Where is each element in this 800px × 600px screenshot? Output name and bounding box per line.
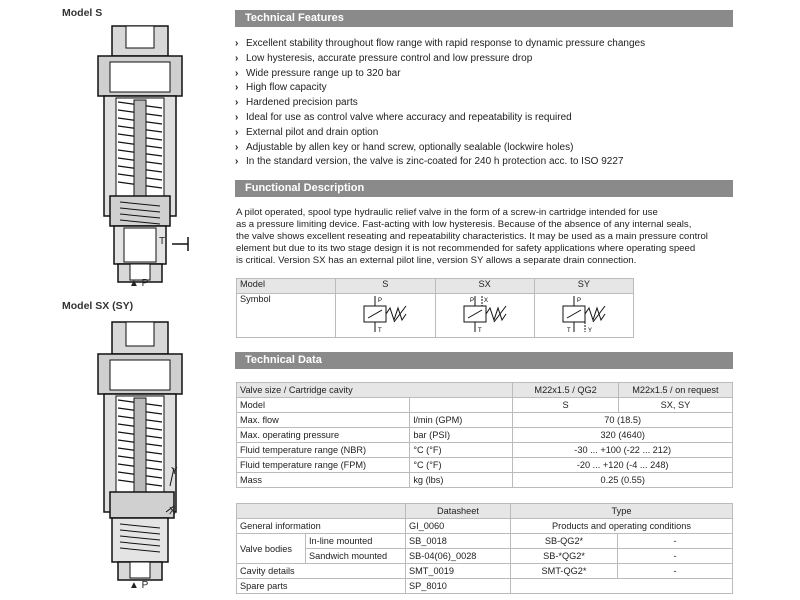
tech-row-value: S [512,397,619,413]
model-s-cross-section [97,25,189,283]
docs-row-label: General information [236,518,406,534]
docs-datasheet: SB-04(06)_0028 [405,548,511,564]
symbol-port-label: T [478,328,482,334]
tech-row-value: 70 (18.5) [512,412,733,428]
tech-row-unit: °C (°F) [409,442,514,458]
feature-item: Ideal for use as control valve where acc… [235,111,733,126]
functional-description-header: Functional Description [235,180,733,197]
docs-type: - [617,548,733,564]
docs-row-label: Spare parts [236,578,406,594]
tech-row-label: Mass [235,472,411,488]
docs-type: Products and operating conditions [510,518,733,534]
docs-type: SB-*QG2* [510,548,618,564]
symbol-table-s-header: S [335,278,436,294]
tech-row-label: Max. flow [235,412,411,428]
symbol-port-label: P [470,298,474,304]
tech-row-value: SX, SY [617,397,734,413]
symbol-table: Model S SX SY Symbol P T [235,278,635,338]
description-line: as a pressure limiting device. Fast-acti… [236,219,692,230]
description-line: the valve shows excellent reseating and … [236,231,708,242]
docs-type: SB-QG2* [510,533,618,549]
symbol-port-label: P [577,298,581,304]
relief-valve-symbol-sx: P X T [463,296,507,334]
docs-datasheet: SP_8010 [405,578,511,594]
docs-row-label: Valve bodies [236,533,306,564]
tech-row-label: Fluid temperature range (NBR) [235,442,411,458]
symbol-port-label: T [567,328,571,334]
symbol-port-label: P [378,298,382,304]
symbol-s-cell: P T [335,293,436,338]
symbol-sy-cell: P T Y [533,293,635,338]
tech-row-value: -20 ... +120 (-4 ... 248) [512,457,733,473]
docs-datasheet: SMT_0019 [405,563,511,579]
port-t-label: T [159,236,166,247]
feature-item: High flow capacity [235,81,733,96]
docs-datasheet: SB_0018 [405,533,511,549]
feature-item: Adjustable by allen key or hand screw, o… [235,141,733,156]
feature-item: Wide pressure range up to 320 bar [235,67,733,82]
feature-item: Hardened precision parts [235,96,733,111]
model-sx-cross-section [97,321,183,581]
symbol-port-label: X [484,298,488,304]
docs-datasheet: GI_0060 [405,518,511,534]
symbol-sx-cell: P X T [434,293,535,338]
documents-table: Datasheet Type General information GI_00… [236,503,733,594]
technical-data-table: Valve size / Cartridge cavity M22x1.5 / … [235,382,734,488]
docs-type: - [617,563,733,579]
model-sx-title: Model SX (SY) [62,300,134,312]
feature-item: In the standard version, the valve is zi… [235,155,733,170]
port-p2-label: ▲ P [129,580,149,591]
docs-header-cell [236,503,406,519]
symbol-row-label: Symbol [235,293,337,338]
port-p-label: ▲ P [129,278,149,289]
feature-item: External pilot and drain option [235,126,733,141]
docs-type: - [617,533,733,549]
symbol-table-sy-header: SY [533,278,635,294]
docs-sub-label: In-line mounted [305,533,406,549]
tech-row-label: Max. operating pressure [235,427,411,443]
relief-valve-symbol-s: P T [363,296,407,334]
docs-sub-label: Sandwich mounted [305,548,406,564]
tech-row-value: -30 ... +100 (-22 ... 212) [512,442,733,458]
tech-header-cell: M22x1.5 / on request [617,382,734,398]
port-y-label: Y [171,466,178,477]
docs-header-cell: Type [510,503,733,519]
feature-item: Low hysteresis, accurate pressure contro… [235,52,733,67]
description-line: A pilot operated, spool type hydraulic r… [236,207,658,218]
technical-data-header: Technical Data [235,352,733,369]
feature-item: Excellent stability throughout flow rang… [235,37,733,52]
docs-type: SMT-QG2* [510,563,618,579]
tech-header-cell: M22x1.5 / QG2 [512,382,619,398]
tech-row-unit: °C (°F) [409,457,514,473]
docs-row-label: Cavity details [236,563,406,579]
tech-row-label: Model [235,397,411,413]
description-line: is critical. Version SX has an external … [236,255,637,266]
symbol-port-label: Y [588,328,592,334]
features-list: Excellent stability throughout flow rang… [235,37,733,170]
symbol-table-sx-header: SX [434,278,535,294]
tech-row-unit: bar (PSI) [409,427,514,443]
model-s-title: Model S [62,7,103,19]
docs-header-cell: Datasheet [405,503,511,519]
tech-row-label: Fluid temperature range (FPM) [235,457,411,473]
tech-row-unit [409,397,514,413]
tech-row-value: 320 (4640) [512,427,733,443]
tech-row-unit: l/min (GPM) [409,412,514,428]
relief-valve-symbol-sy: P T Y [562,296,606,334]
technical-features-header: Technical Features [235,10,733,27]
docs-type-empty [510,578,733,594]
functional-description-text: A pilot operated, spool type hydraulic r… [236,207,732,267]
symbol-port-label: T [378,328,382,334]
tech-header-cell: Valve size / Cartridge cavity [235,382,514,398]
symbol-table-model-header: Model [235,278,337,294]
tech-row-value: 0.25 (0.55) [512,472,733,488]
port-x-label: X [169,506,176,517]
tech-row-unit: kg (lbs) [409,472,514,488]
description-line: element but due to its two stage design … [236,243,696,254]
